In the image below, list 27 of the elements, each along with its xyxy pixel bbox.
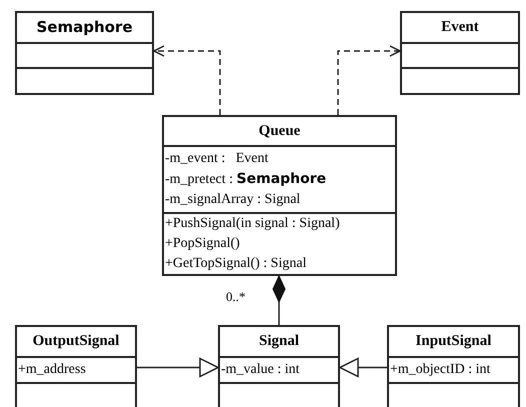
class-name: OutputSignal bbox=[32, 332, 120, 351]
attribute-text: +m_objectID : int bbox=[389, 361, 490, 379]
dependency-arrow bbox=[337, 45, 401, 115]
class-box bbox=[15, 11, 154, 95]
operation-text: +PopSignal() bbox=[164, 235, 240, 253]
attribute-text: -m_pretect : Semaphore bbox=[164, 170, 326, 189]
attribute-text: -m_event : Event bbox=[164, 150, 268, 168]
generalization-arrow bbox=[137, 358, 219, 378]
operation-text: +GetTopSignal() : Signal bbox=[164, 255, 306, 273]
class-box bbox=[162, 115, 397, 276]
class-box bbox=[387, 325, 520, 407]
multiplicity-label: 0..* bbox=[226, 290, 246, 303]
class-name: Semaphore bbox=[36, 18, 133, 37]
class-name: Event bbox=[441, 18, 479, 37]
operation-text: +PushSignal(in signal : Signal) bbox=[164, 215, 340, 233]
class-box bbox=[218, 325, 340, 407]
class-name: Queue bbox=[258, 122, 300, 140]
dependency-arrow bbox=[153, 45, 221, 115]
composition-line bbox=[272, 276, 286, 325]
class-name: InputSignal bbox=[416, 332, 492, 351]
attribute-text: +m_address bbox=[17, 361, 86, 379]
class-name: Signal bbox=[258, 332, 300, 351]
attribute-text: -m_signalArray : Signal bbox=[164, 191, 300, 209]
class-box bbox=[15, 325, 137, 407]
generalization-arrow bbox=[339, 358, 387, 378]
class-box bbox=[400, 11, 520, 95]
attribute-text: -m_value : int bbox=[220, 361, 300, 379]
